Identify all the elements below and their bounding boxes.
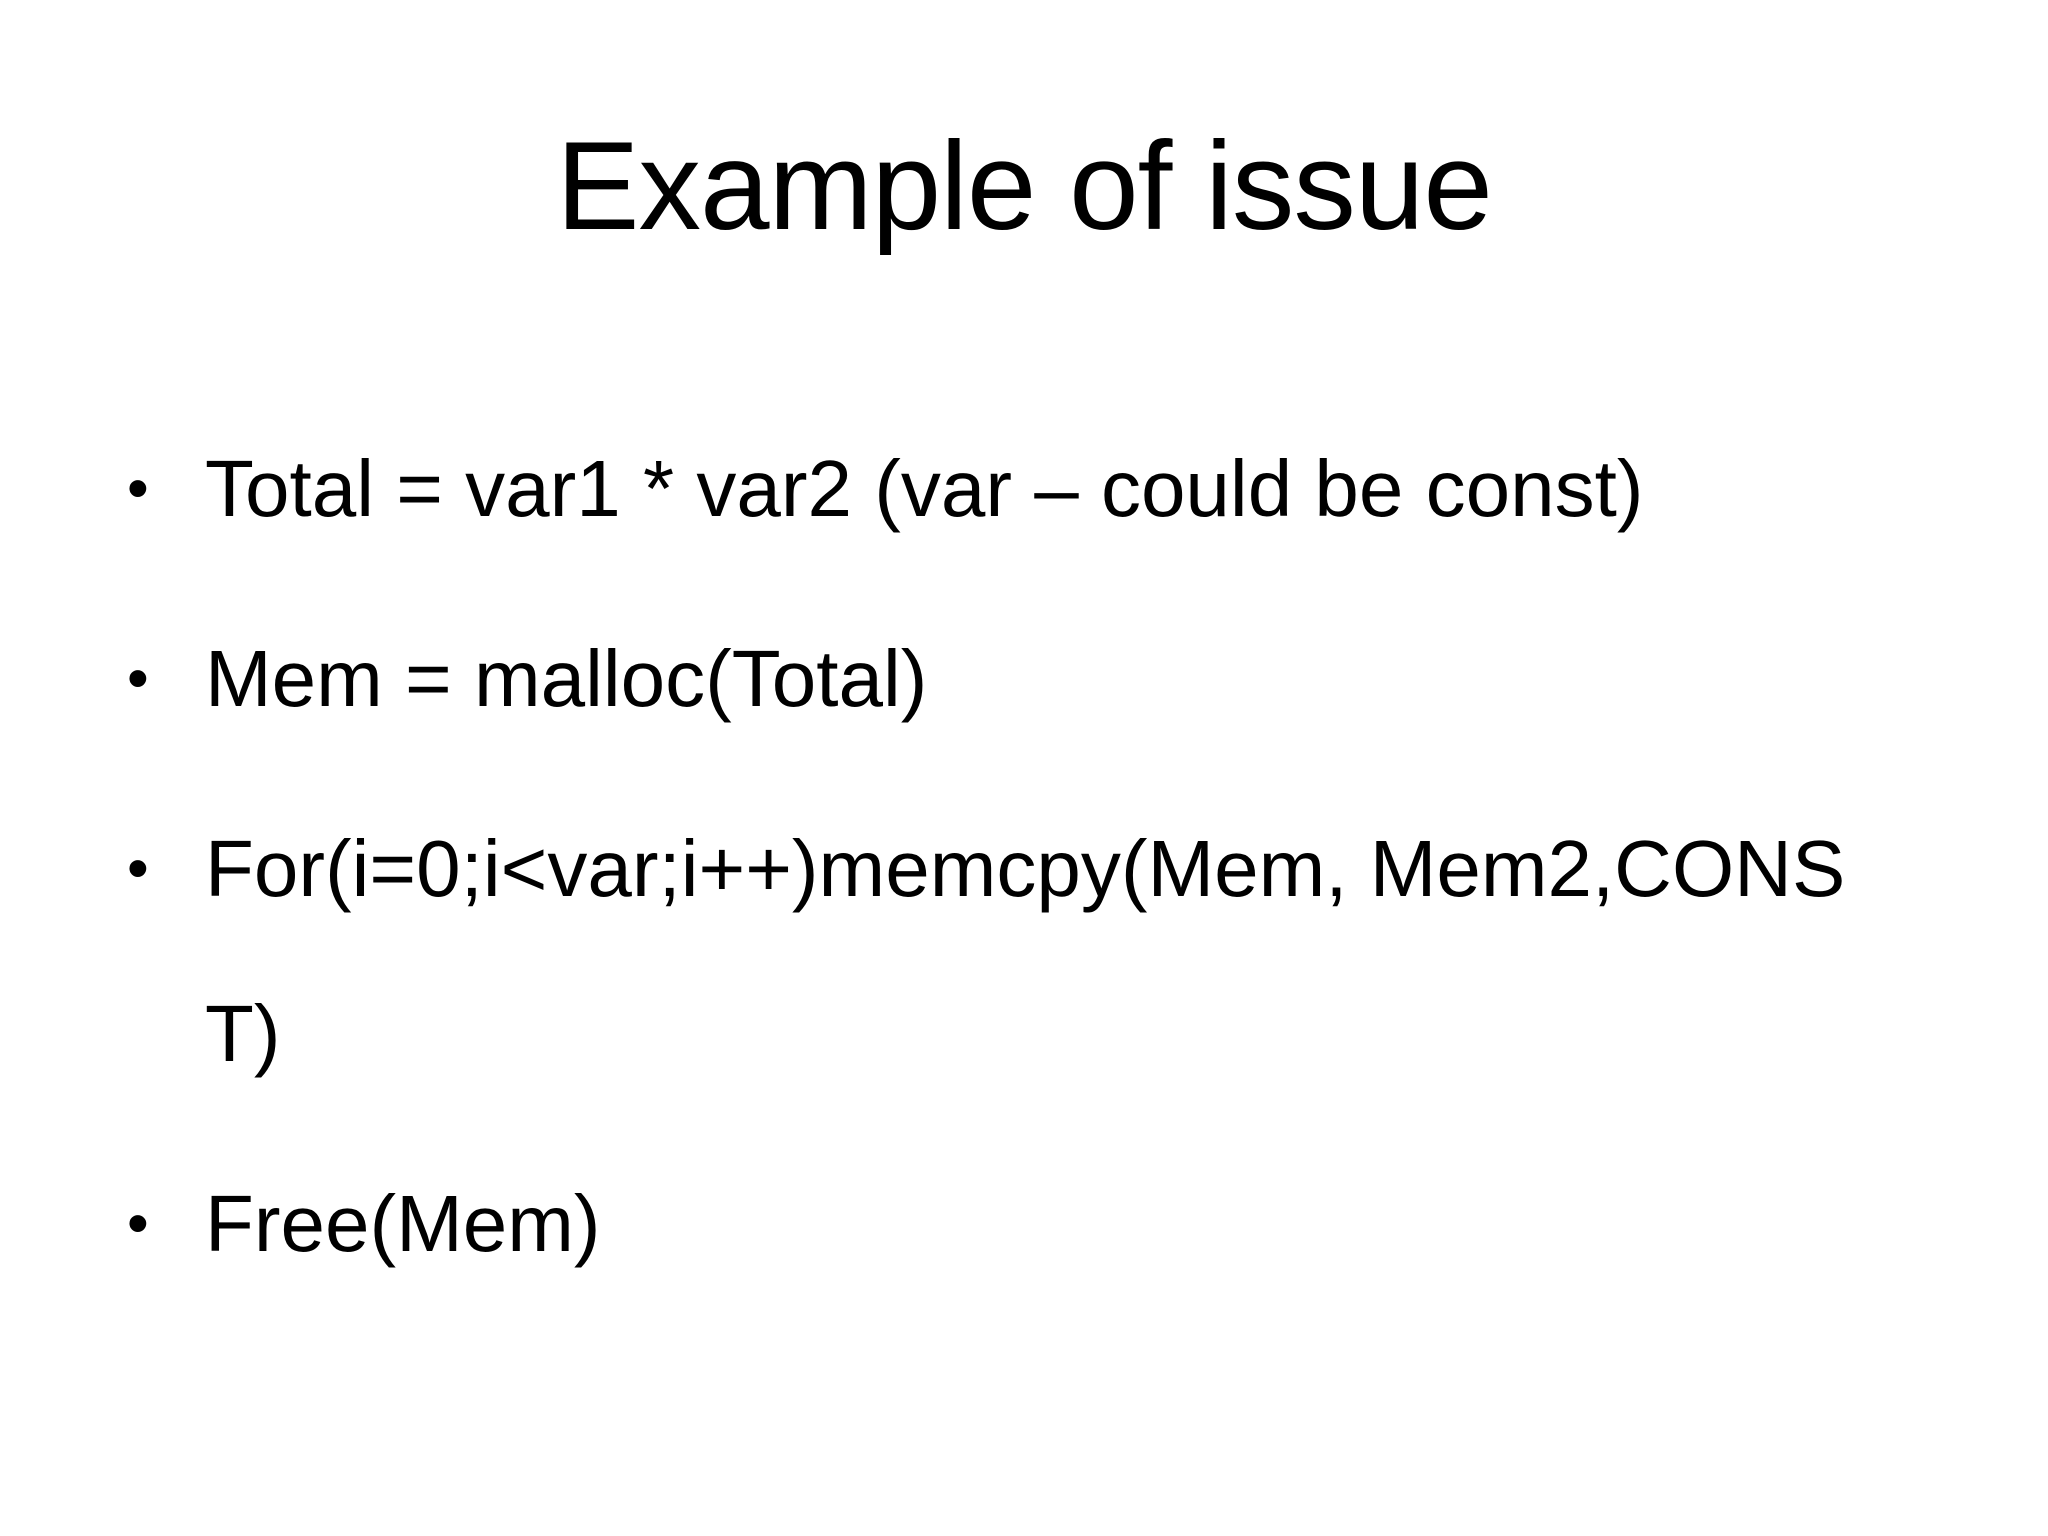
- bullet-text: For(i=0;i<var;i++)memcpy(Mem, Mem2,CONST…: [205, 824, 1846, 1078]
- bullet-item: • Total = var1 * var2 (var – could be co…: [127, 406, 1872, 571]
- bullet-text: Free(Mem): [205, 1179, 601, 1268]
- bullet-text: Mem = malloc(Total): [205, 634, 928, 723]
- slide-title: Example of issue: [556, 117, 1493, 256]
- bullet-text: Total = var1 * var2 (var – could be cons…: [205, 444, 1644, 533]
- bullet-glyph: •: [127, 454, 149, 523]
- bullet-glyph: •: [127, 1189, 149, 1258]
- bullet-glyph: •: [127, 834, 149, 903]
- bullet-list: • Total = var1 * var2 (var – could be co…: [127, 406, 1872, 1331]
- bullet-item: • Mem = malloc(Total): [127, 596, 1872, 761]
- bullet-item: • For(i=0;i<var;i++)memcpy(Mem, Mem2,CON…: [127, 786, 1872, 1116]
- bullet-item: • Free(Mem): [127, 1141, 1872, 1306]
- bullet-glyph: •: [127, 644, 149, 713]
